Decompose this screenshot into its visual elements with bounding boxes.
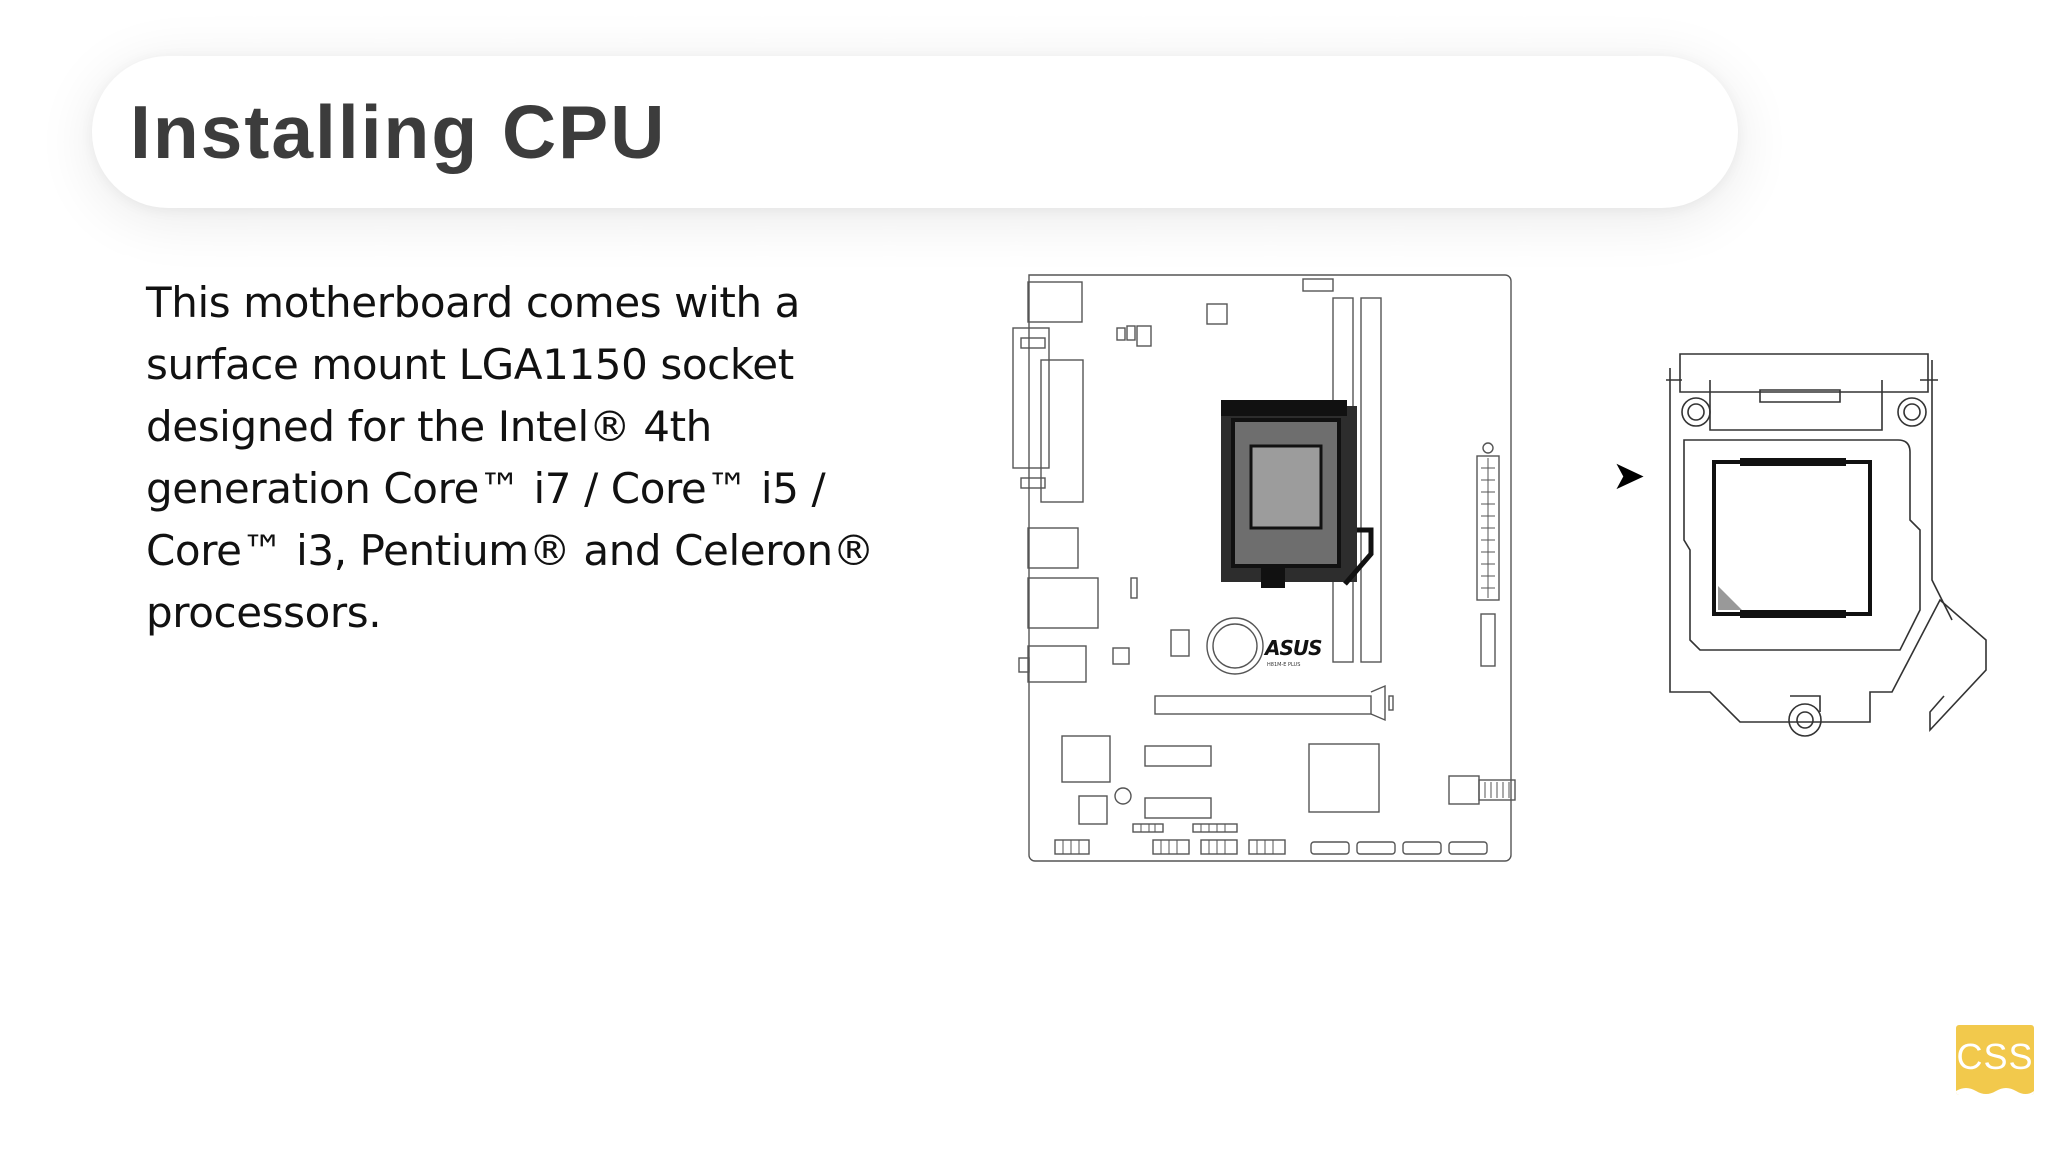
css-logo: CSS [1956, 1025, 2034, 1095]
arrow-icon: ➤ [1612, 453, 1646, 499]
cpu-socket-detail-diagram [1666, 353, 1987, 737]
title-banner: Installing CPU [92, 56, 1738, 208]
slide-body-text: This motherboard comes with a surface mo… [146, 278, 875, 637]
board-model-label: H81M-E PLUS [1267, 662, 1300, 668]
board-brand-label: ASUS [1263, 636, 1322, 660]
slide-title: Installing CPU [130, 90, 667, 174]
cpu-socket-highlight [1221, 400, 1374, 588]
css-logo-text: CSS [1956, 1036, 2034, 1077]
motherboard-diagram: ASUS H81M-E PLUS [1012, 274, 1516, 862]
logo-wave-decoration [1956, 1088, 2034, 1095]
